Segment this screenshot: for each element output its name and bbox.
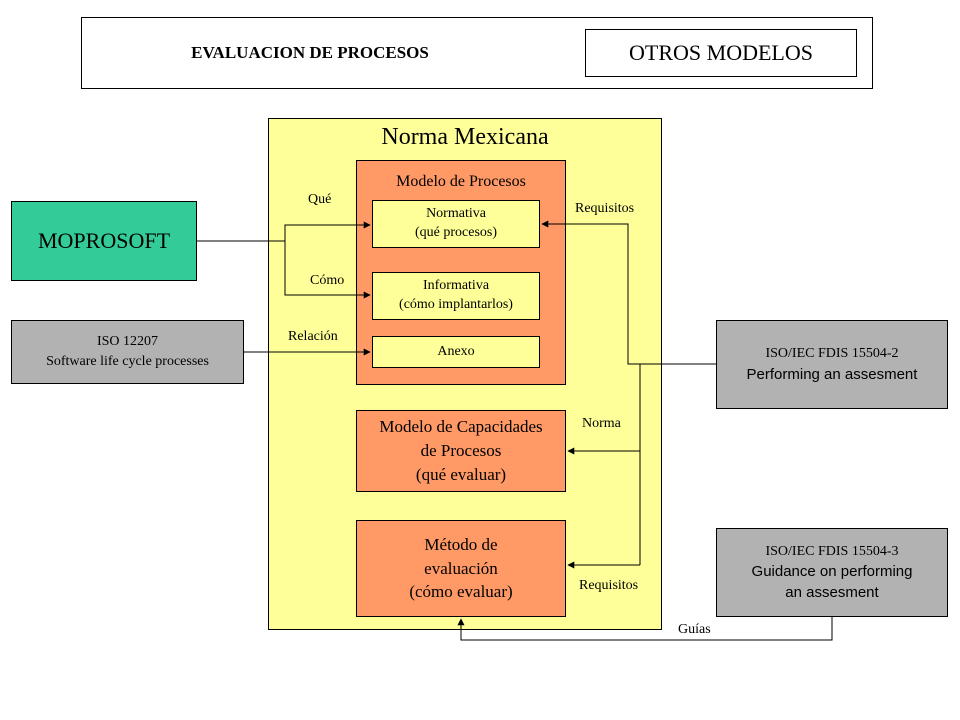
- iso-15504-3-box: ISO/IEC FDIS 15504-3 Guidance on perform…: [716, 528, 948, 617]
- moprosoft-como-arrow: [284, 241, 371, 299]
- capability-line2: de Procesos: [420, 441, 502, 461]
- informative-line2: (cómo implantarlos): [399, 297, 513, 312]
- iso-12207-line1: ISO 12207: [96, 334, 159, 350]
- annex-box: Anexo: [372, 336, 540, 368]
- iso-15504-3-line2: Guidance on performing: [751, 563, 913, 581]
- label-requisitos-bottom: Requisitos: [579, 578, 639, 593]
- moprosoft-que-arrow: [197, 221, 371, 242]
- normative-line1: Normativa: [426, 206, 486, 222]
- method-line3: (cómo evaluar): [409, 582, 513, 602]
- capability-model-box: Modelo de Capacidades de Procesos (qué e…: [356, 410, 566, 492]
- normative-line2: (qué procesos): [414, 225, 498, 240]
- iso-15504-3-line3: an assesment: [785, 584, 879, 602]
- evaluation-method-box: Método de evaluación (cómo evaluar): [356, 520, 566, 617]
- iso-15504-2-line2: Performing an assesment: [746, 365, 918, 383]
- label-norma: Norma: [582, 416, 621, 431]
- iso-15504-2-box: ISO/IEC FDIS 15504-2 Performing an asses…: [716, 320, 948, 409]
- informative-box: Informativa (cómo implantarlos): [372, 272, 540, 320]
- header-frame: [81, 17, 873, 89]
- capability-line3: (qué evaluar): [415, 464, 507, 484]
- label-relacion: Relación: [288, 329, 338, 344]
- label-como: Cómo: [310, 273, 345, 288]
- guias-arrow: [457, 617, 833, 641]
- normative-box: Normativa (qué procesos): [372, 200, 540, 248]
- otros-modelos-tab[interactable]: OTROS MODELOS: [585, 29, 857, 77]
- iso-12207-box: ISO 12207 Software life cycle processes: [11, 320, 244, 384]
- capability-line1: Modelo de Capacidades: [379, 417, 543, 437]
- iso-15504-3-line1: ISO/IEC FDIS 15504-3: [765, 543, 899, 559]
- iso-15504-2-line1: ISO/IEC FDIS 15504-2: [765, 345, 899, 361]
- header-title: EVALUACION DE PROCESOS: [191, 43, 429, 62]
- moprosoft-box: MOPROSOFT: [11, 201, 197, 281]
- process-model-title: Modelo de Procesos: [396, 173, 526, 190]
- label-requisitos-top: Requisitos: [575, 201, 635, 216]
- label-guias: Guías: [678, 622, 711, 637]
- method-line2: evaluación: [424, 558, 498, 578]
- requisitos-top-arrow: [541, 220, 655, 365]
- informative-line1: Informativa: [422, 278, 490, 294]
- panel-title: Norma Mexicana: [381, 124, 549, 150]
- iso-12207-line2: Software life cycle processes: [46, 354, 209, 369]
- method-line1: Método de: [424, 534, 498, 554]
- label-que: Qué: [308, 192, 332, 207]
